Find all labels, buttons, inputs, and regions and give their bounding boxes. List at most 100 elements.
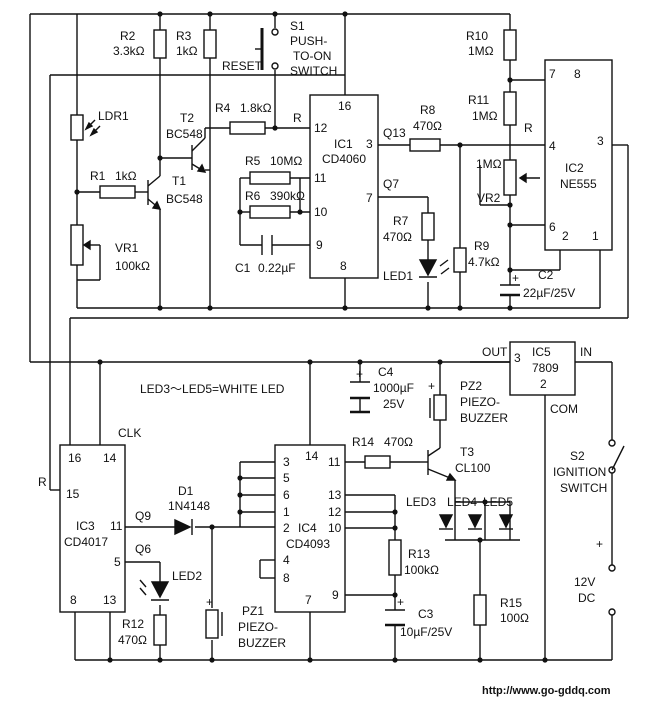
led4-ref: LED4 [447,495,477,509]
s2-desc-0: IGNITION [553,465,606,479]
r9-value: 4.7kΩ [468,255,500,269]
c3-plus: + [397,595,404,609]
ldr-arrows [84,119,101,137]
s1-desc-1: TO-ON [293,49,331,63]
ic4-pin14: 14 [305,449,319,463]
ic2-pin6: 6 [549,220,556,234]
ic1-pin11: 11 [314,171,327,185]
ignition-switch [608,439,625,474]
supply-value-1: DC [578,591,596,605]
r13-ref: R13 [408,547,430,561]
labels: R2 3.3kΩ R3 1kΩ S1 PUSH- TO-ON SWITCH RE… [38,19,611,697]
r12-value: 470Ω [118,633,147,647]
ic3-pin15: 15 [66,487,80,501]
ic5-pin2: 2 [540,377,547,391]
r8-value: 470Ω [413,119,442,133]
pz2-plus: + [428,379,435,393]
supply-value-0: 12V [574,575,595,589]
pz2-ref: PZ2 [460,379,482,393]
ic2-part: NE555 [560,177,597,191]
piezo-pz2 [429,394,447,421]
d1-part: 1N4148 [168,499,210,513]
c1-value: 0.22µF [258,261,296,275]
diode-d1 [174,518,193,536]
ic1-pin12: 12 [314,121,328,135]
ic2-pin8: 8 [574,67,581,81]
c2-value: 22µF/25V [523,286,575,300]
ic2-pin3: 3 [597,134,604,148]
junctions [74,11,548,663]
r1-value: 1kΩ [115,169,137,183]
r3-ref: R3 [176,29,192,43]
ic5-ref: IC5 [532,345,551,359]
ic3-pin16: 16 [68,451,82,465]
r15-ref: R15 [500,596,522,610]
t1-ref: T1 [172,174,186,188]
ic3-q6: Q6 [135,542,151,556]
r4-value: 1.8kΩ [240,101,272,115]
pz1-desc-0: PIEZO- [238,620,278,634]
r5-ref: R5 [245,154,261,168]
r4-body [229,121,266,135]
ic1-r-label: R [293,111,302,125]
ic3-pin5: 5 [114,555,121,569]
c4-value-1: 25V [383,397,404,411]
capacitors [261,235,520,627]
pot-wipers [77,172,540,281]
piezo-pz1 [205,609,223,639]
t2-part: BC548 [166,127,203,141]
led-note: LED3～LED5=WHITE LED [140,382,285,396]
ic5-out: OUT [482,345,508,359]
t1-part: BC548 [166,192,203,206]
s2-desc-1: SWITCH [560,481,607,495]
r14-value: 470Ω [384,435,413,449]
supply-plus: + [596,537,603,551]
s1-ref: S1 [290,19,305,33]
vr2-ref: VR2 [477,191,501,205]
ic2-pin7: 7 [549,67,556,81]
led1-symbol [418,259,450,278]
s2-ref: S2 [570,449,585,463]
r8-ref: R8 [420,103,436,117]
ic4-pin2: 2 [283,521,290,535]
ic3-r-label: R [38,475,47,489]
ldr1-ref: LDR1 [98,109,129,123]
r5-body [249,171,291,185]
r15-body [473,594,487,626]
ic1-pin16: 16 [338,99,352,113]
ic4-pin7: 7 [305,593,312,607]
ic4-pin6: 6 [283,488,290,502]
ic2-r-label: R [524,121,533,135]
transistor-t3 [420,447,457,481]
r11-ref: R11 [468,93,489,107]
r2-value: 3.3kΩ [113,44,145,58]
r5-value: 10MΩ [270,154,302,168]
r9-ref: R9 [474,239,490,253]
source-url: http://www.go-gddq.com [482,685,611,697]
c1-ref: C1 [235,261,251,275]
ic2-ref: IC2 [565,161,584,175]
s1-desc-2: SWITCH [290,64,337,78]
c2-plus: + [512,271,519,285]
ic4-pin1: 1 [283,505,290,519]
ic1-q13: Q13 [383,126,406,140]
c4-plus: + [356,367,363,381]
ic1-pin8: 8 [340,259,347,273]
reset-switch [255,28,279,70]
ic3-part: CD4017 [64,535,108,549]
ic1-pin9: 9 [316,238,323,252]
r9-body [453,247,467,273]
r7-body [421,212,435,241]
ic5-com: COM [550,402,578,416]
r6-value: 390kΩ [270,189,305,203]
ic1-body [309,94,379,279]
r7-value: 470Ω [383,230,412,244]
ic4-pin8: 8 [283,571,290,585]
ic4-ref: IC4 [298,521,317,535]
r14-ref: R14 [352,435,374,449]
vr1-body [70,224,84,266]
vr2-value: 1MΩ [476,157,502,171]
r1-ref: R1 [90,169,106,183]
pz1-plus: + [206,595,213,609]
ic2-pin4: 4 [549,139,556,153]
